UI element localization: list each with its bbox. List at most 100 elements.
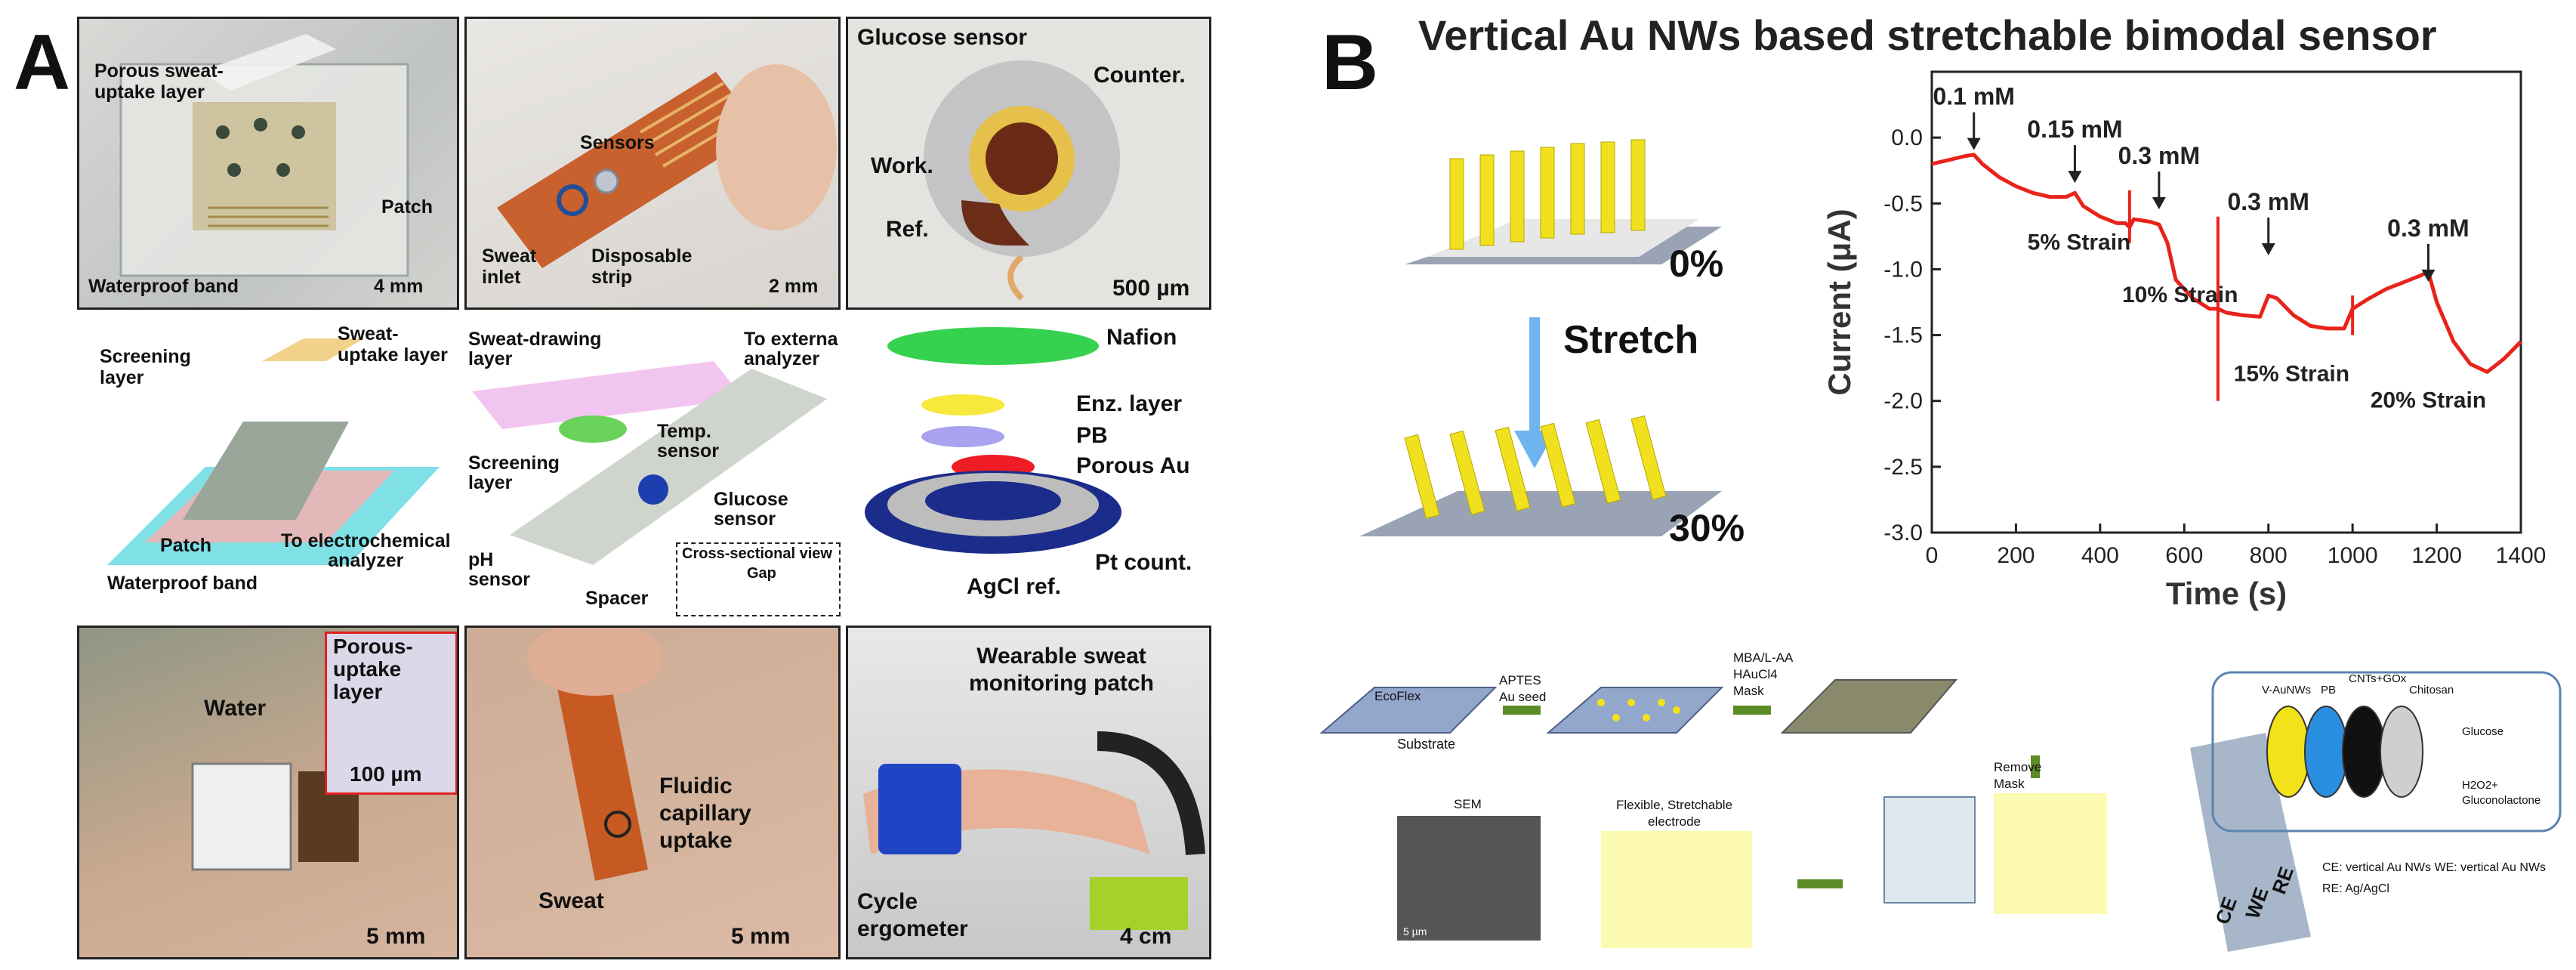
cross-section-inset: Cross-sectional view Gap [676, 542, 841, 616]
nanowire-stretch-diagram [1359, 139, 1722, 536]
label-work: Work. [871, 153, 933, 178]
x-tick-label: 1400 [2496, 543, 2547, 568]
x-tick-label: 400 [2081, 543, 2119, 568]
fabrication-schematic [1319, 671, 2562, 952]
schematic-strip: Sweat-drawing layer To externa analyzer … [464, 316, 842, 618]
label-sem-scale: 5 µm [1403, 925, 1427, 938]
layer-label-0: V-AuNWs [2262, 684, 2312, 697]
finger-strip-illustration [527, 628, 663, 881]
x-tick-label: 1200 [2411, 543, 2462, 568]
label-flex-electrode: Flexible, Stretchable electrode [1616, 798, 1733, 829]
label-screening: Screening layer [100, 346, 191, 388]
plot-frame [1930, 70, 2522, 534]
layer-label-1: PB [2321, 684, 2337, 697]
scale-bar: 5 mm [731, 924, 791, 949]
label-cycle: Cycle ergometer [857, 889, 968, 941]
y-tick-label: -2.5 [1883, 455, 1923, 480]
y-tick-label: -2.0 [1883, 389, 1923, 414]
label-substrate: Substrate [1397, 737, 1456, 752]
layers-schematic [107, 338, 440, 565]
label-nafion: Nafion [1106, 325, 1177, 350]
label-sweat: Sweat [538, 888, 604, 913]
label-sweat-drawing: Sweat-drawing layer [468, 329, 602, 369]
y-axis-label: Current (μA) [1822, 209, 1857, 395]
patch-illustration [119, 34, 409, 277]
strain-annotation: 15% Strain [2234, 362, 2349, 387]
photo-glucose-sensor: Glucose sensor Counter. Work. Ref. 500 µ… [846, 17, 1211, 310]
layer-label-3: Chitosan [2409, 684, 2454, 697]
label-enz: Enz. layer [1076, 391, 1183, 416]
concentration-annotation: 0.3 mM [2118, 142, 2200, 169]
strain-annotation: 20% Strain [2371, 388, 2486, 412]
y-tick-label: 0.0 [1891, 125, 1923, 150]
label-porous-au: Porous Au [1076, 453, 1190, 478]
label-porous-sweat: Porous sweat- uptake layer [94, 60, 224, 103]
glucose-sensor-title: Glucose sensor [857, 25, 1028, 50]
annotation-arrowhead [1967, 137, 1981, 150]
inset-porous: Porous- uptake layer 100 µm [325, 632, 457, 795]
schematic-layers: Sweat- uptake layer Screening layer Patc… [77, 316, 455, 618]
photo-patch: Porous sweat- uptake layer Patch Waterpr… [77, 17, 459, 310]
label-pct0: 0% [1669, 242, 1724, 285]
panel-b-title: Vertical Au NWs based stretchable bimoda… [1418, 11, 2437, 59]
scale-bar: 500 µm [1112, 276, 1190, 301]
y-tick-label: -1.0 [1883, 257, 1923, 282]
concentration-annotation: 0.15 mM [2027, 116, 2122, 143]
stretch-illustration: 0% Stretch 30% [1344, 113, 1767, 567]
label-spacer: Spacer [585, 588, 649, 609]
label-ph: pH sensor [468, 549, 530, 590]
label-counter: Counter. [1094, 63, 1186, 88]
strip-illustration [497, 64, 837, 268]
panel-letter-a: A [14, 19, 71, 107]
label-step2: MBA/L-AA HAuCl4 Mask [1733, 650, 1794, 698]
label-waterproof-band: Waterproof band [88, 276, 239, 297]
annotation-arrowhead [2421, 269, 2436, 282]
label-gap: Gap [747, 565, 776, 582]
label-wearable: Wearable sweat monitoring patch [969, 644, 1154, 696]
label-pb: PB [1076, 423, 1108, 448]
series-line [1931, 153, 2522, 374]
x-tick-label: 200 [1997, 543, 2035, 568]
photo-finger: Fluidic capillary uptake Sweat 5 mm [464, 626, 841, 959]
concentration-annotation: 0.1 mM [1933, 83, 2014, 110]
label-glucose: Glucose [2462, 725, 2504, 738]
label-porous-uptake: Porous- uptake layer [333, 635, 413, 703]
annotation-arrowhead [2152, 197, 2166, 209]
scale-bar: 2 mm [769, 276, 819, 297]
y-tick-label: -0.5 [1883, 191, 1923, 216]
concentration-annotation: 0.3 mM [2387, 215, 2469, 242]
layer-label-2: CNTs+GOx [2349, 672, 2407, 685]
scale-inset: 100 µm [350, 762, 422, 786]
label-ce-we: CE: vertical Au NWs WE: vertical Au NWs [2322, 861, 2547, 874]
x-tick-label: 1000 [2328, 543, 2378, 568]
strip-schematic [472, 361, 827, 565]
label-water: Water [204, 696, 267, 721]
label-pt-count: Pt count. [1095, 550, 1192, 575]
label-disposable-strip: Disposable strip [591, 246, 693, 288]
scale-bar: 4 cm [1120, 924, 1172, 949]
y-tick-label: -3.0 [1883, 521, 1923, 545]
photo-strip: Sensors Sweat inlet Disposable strip 2 m… [464, 17, 841, 310]
label-step1: APTES Au seed [1499, 673, 1547, 704]
label-remove-mask: Remove Mask [1994, 760, 2042, 791]
label-temp: Temp. sensor [657, 421, 719, 462]
label-sem: SEM [1454, 797, 1482, 811]
label-ref: Ref. [886, 217, 929, 242]
scale-bar: 5 mm [366, 924, 426, 949]
label-patch: Patch [160, 535, 212, 556]
label-cross-section: Cross-sectional view [682, 545, 832, 562]
arm-ergometer-illustration [863, 731, 1205, 930]
x-tick-label: 800 [2250, 543, 2288, 568]
annotation-arrowhead [2068, 171, 2082, 184]
label-sweat-inlet: Sweat inlet [482, 246, 537, 288]
label-sensors: Sensors [580, 132, 655, 153]
panel-letter-b: B [1322, 19, 1379, 107]
electrode-stack-schematic [865, 327, 1121, 554]
label-stretch: Stretch [1563, 318, 1699, 362]
strain-annotation: 10% Strain [2122, 283, 2238, 307]
label-pct30: 30% [1669, 507, 1745, 549]
label-sweat-uptake: Sweat- uptake layer [338, 323, 448, 366]
scale-bar: 4 mm [374, 276, 424, 297]
annotation-arrowhead [2261, 243, 2275, 255]
label-patch: Patch [381, 196, 433, 218]
